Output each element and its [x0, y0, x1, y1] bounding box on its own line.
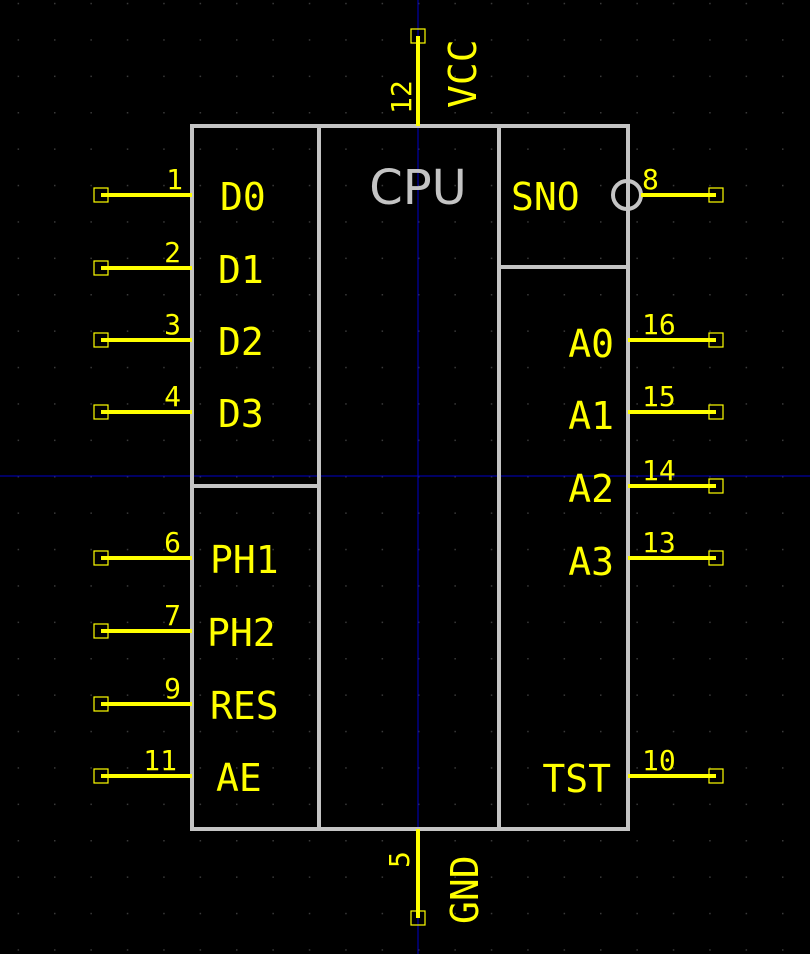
- pin-number: 1: [166, 163, 183, 196]
- pin-5[interactable]: 5 GND: [383, 829, 487, 926]
- component-body[interactable]: CPU: [190, 124, 630, 831]
- pin-number: 6: [164, 526, 181, 559]
- pin-number: 2: [164, 236, 181, 269]
- pin-pad[interactable]: [93, 696, 109, 712]
- pin-label: PH1: [210, 538, 279, 582]
- pins-right: 8 SNO 16 A0 15 A1 14 A2 13 A3: [511, 163, 724, 801]
- pin-label: VCC: [441, 39, 485, 108]
- pin-pad[interactable]: [708, 332, 724, 348]
- pin-number: 4: [164, 380, 181, 413]
- pin-11[interactable]: 11 AE: [93, 744, 262, 800]
- pin-15[interactable]: 15 A1: [568, 380, 724, 438]
- pin-pad[interactable]: [410, 28, 426, 44]
- pin-1[interactable]: 1 D0: [93, 163, 266, 219]
- pin-number: 12: [385, 80, 418, 114]
- pin-number: 10: [642, 744, 676, 777]
- pin-label: D1: [218, 248, 264, 292]
- pin-number: 15: [642, 380, 676, 413]
- pin-label: PH2: [207, 611, 276, 655]
- pin-number: 7: [164, 599, 181, 632]
- pin-9[interactable]: 9 RES: [93, 672, 279, 728]
- pin-6[interactable]: 6 PH1: [93, 526, 279, 582]
- pin-pad[interactable]: [93, 187, 109, 203]
- pin-number: 5: [383, 851, 416, 868]
- pin-3[interactable]: 3 D2: [93, 308, 264, 364]
- pin-pad[interactable]: [708, 550, 724, 566]
- pin-pad[interactable]: [93, 623, 109, 639]
- pin-7[interactable]: 7 PH2: [93, 599, 276, 655]
- pin-2[interactable]: 2 D1: [93, 236, 264, 292]
- pin-label: TST: [542, 757, 611, 801]
- pin-label: A2: [568, 467, 614, 511]
- pin-4[interactable]: 4 D3: [93, 380, 264, 436]
- pin-number: 16: [642, 308, 676, 341]
- pin-pad[interactable]: [708, 404, 724, 420]
- pin-label: AE: [216, 756, 262, 800]
- pin-label: A3: [568, 540, 614, 584]
- pin-number: 8: [642, 163, 659, 196]
- pin-label: D3: [218, 392, 264, 436]
- pin-12[interactable]: 12 VCC: [385, 28, 485, 126]
- pin-pad[interactable]: [708, 478, 724, 494]
- grid-dots: [17, 2, 784, 951]
- pin-pad[interactable]: [93, 260, 109, 276]
- pin-label: A1: [568, 394, 614, 438]
- pin-14[interactable]: 14 A2: [568, 454, 724, 511]
- pin-label: SNO: [511, 175, 580, 219]
- pin-pad[interactable]: [708, 768, 724, 784]
- pin-label: GND: [443, 855, 487, 924]
- pin-number: 11: [143, 744, 177, 777]
- pin-pad[interactable]: [93, 550, 109, 566]
- pin-pad[interactable]: [93, 768, 109, 784]
- pin-number: 13: [642, 526, 676, 559]
- pin-pad[interactable]: [93, 332, 109, 348]
- pin-label: A0: [568, 322, 614, 366]
- pin-13[interactable]: 13 A3: [568, 526, 724, 584]
- pin-pad[interactable]: [93, 404, 109, 420]
- pin-number: 3: [164, 308, 181, 341]
- pin-pad[interactable]: [708, 187, 724, 203]
- pin-number: 14: [642, 454, 676, 487]
- pin-pad[interactable]: [410, 910, 426, 926]
- pin-10[interactable]: 10 TST: [542, 744, 724, 801]
- pin-8[interactable]: 8 SNO: [511, 163, 724, 219]
- body-outline: [190, 124, 630, 831]
- pin-label: D2: [218, 320, 264, 364]
- pins-left: 1 D0 2 D1 3 D2 4 D3 6 PH1: [93, 163, 279, 800]
- pin-label: D0: [220, 175, 266, 219]
- pin-number: 9: [164, 672, 181, 705]
- part-name: CPU: [369, 160, 467, 216]
- pin-16[interactable]: 16 A0: [568, 308, 724, 366]
- pin-label: RES: [210, 684, 279, 728]
